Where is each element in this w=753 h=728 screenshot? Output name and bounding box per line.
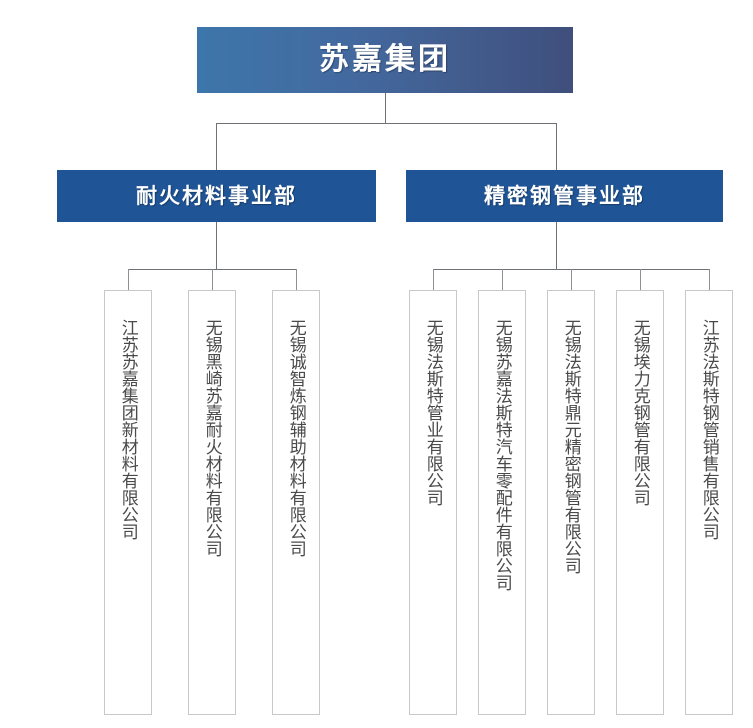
connector-leaf-stem-5	[502, 269, 503, 290]
connector-leaf-stem-6	[571, 269, 572, 290]
leaf-node-label: 无锡法斯特管业有限公司	[423, 319, 443, 506]
division-node-refractory[interactable]: 耐火材料事业部	[57, 170, 376, 222]
root-node-label: 苏嘉集团	[319, 43, 451, 76]
leaf-node-label: 无锡埃力克钢管有限公司	[630, 319, 650, 506]
leaf-node-label: 无锡法斯特鼎元精密钢管有限公司	[561, 319, 581, 574]
leaf-node-label: 无锡苏嘉法斯特汽车零配件有限公司	[492, 319, 512, 591]
root-node-group[interactable]: 苏嘉集团	[197, 27, 573, 93]
leaf-node-company[interactable]: 无锡法斯特管业有限公司	[409, 290, 457, 715]
connector-root-bus	[216, 123, 556, 124]
connector-root-stem	[385, 93, 386, 123]
division-node-precision-steel-pipe[interactable]: 精密钢管事业部	[406, 170, 723, 222]
division-label-refractory: 耐火材料事业部	[136, 184, 297, 208]
connector-leaf-stem-3	[296, 269, 297, 290]
connector-refractory-stem	[216, 222, 217, 269]
leaf-node-company[interactable]: 无锡埃力克钢管有限公司	[616, 290, 664, 715]
leaf-node-label: 江苏苏嘉集团新材料有限公司	[118, 319, 138, 540]
connector-leaf-stem-4	[433, 269, 434, 290]
leaf-node-label: 无锡诚智炼钢辅助材料有限公司	[286, 319, 306, 557]
connector-division-right-stem	[556, 123, 557, 170]
leaf-node-label: 无锡黑崎苏嘉耐火材料有限公司	[202, 319, 222, 557]
connector-leaf-stem-7	[640, 269, 641, 290]
leaf-node-company[interactable]: 无锡苏嘉法斯特汽车零配件有限公司	[478, 290, 526, 715]
connector-precision-stem	[556, 222, 557, 269]
connector-division-left-stem	[216, 123, 217, 170]
connector-leaf-stem-8	[709, 269, 710, 290]
leaf-node-company[interactable]: 无锡法斯特鼎元精密钢管有限公司	[547, 290, 595, 715]
leaf-node-label: 江苏法斯特钢管销售有限公司	[699, 319, 719, 540]
connector-leaf-stem-1	[128, 269, 129, 290]
connector-leaf-stem-2	[212, 269, 213, 290]
leaf-node-company[interactable]: 无锡黑崎苏嘉耐火材料有限公司	[188, 290, 236, 715]
leaf-node-company[interactable]: 江苏法斯特钢管销售有限公司	[685, 290, 733, 715]
leaf-node-company[interactable]: 无锡诚智炼钢辅助材料有限公司	[272, 290, 320, 715]
leaf-node-company[interactable]: 江苏苏嘉集团新材料有限公司	[104, 290, 152, 715]
division-label-precision-steel-pipe: 精密钢管事业部	[484, 184, 645, 208]
